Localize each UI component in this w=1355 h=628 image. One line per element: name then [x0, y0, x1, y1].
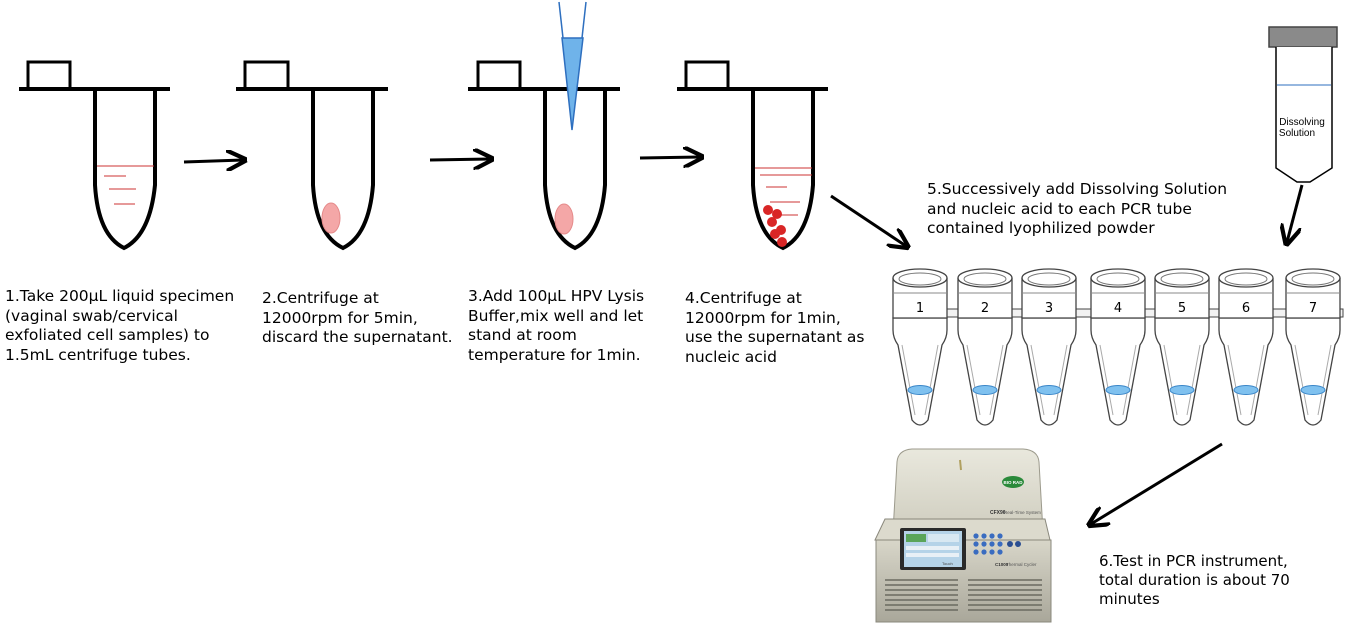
pcr-tube-strip: 1 2 3 4 5 6 7: [892, 268, 1344, 426]
svg-text:BIO RAD: BIO RAD: [1004, 480, 1024, 485]
keypad: [973, 533, 1021, 555]
bottle-label-1: Dissolving: [1279, 117, 1325, 128]
centrifuge-tube-1: [19, 60, 170, 251]
pcr-tube-2: 2: [957, 268, 1013, 426]
pcr-tube-number: 7: [1309, 301, 1317, 316]
bottle-label-2: Solution: [1279, 128, 1315, 139]
pcr-liquid: [1300, 385, 1326, 395]
pcr-tube-4: 4: [1090, 268, 1146, 426]
module-subtitle: Thermal Cycler: [1006, 562, 1037, 567]
specimen-liquid-lines: [97, 165, 154, 205]
pcr-tube-number: 6: [1242, 301, 1250, 316]
cell-pellet: [554, 203, 574, 235]
pcr-tube-1: 1: [892, 268, 948, 426]
step-1-text: 1.Take 200μL liquid specimen (vaginal sw…: [5, 287, 235, 364]
step-6-text: 6.Test in PCR instrument, total duration…: [1099, 552, 1290, 608]
pcr-liquid: [1036, 385, 1062, 395]
bio-rad-logo: BIO RAD: [1002, 476, 1024, 488]
pcr-liquid: [907, 385, 933, 395]
pcr-tube-number: 4: [1114, 301, 1122, 316]
panel-text: Touch: [942, 561, 953, 566]
pipette-tip: [558, 1, 587, 131]
pcr-tube-number: 5: [1178, 301, 1186, 316]
pcr-tube-number: 1: [916, 301, 924, 316]
model-subtitle: Real-Time System: [1004, 510, 1041, 515]
pcr-liquid: [1169, 385, 1195, 395]
step-5-text: 5.Successively add Dissolving Solution a…: [927, 180, 1228, 237]
pcr-liquid: [1233, 385, 1259, 395]
pcr-liquid: [972, 385, 998, 395]
dissolving-solution-bottle: Dissolving Solution: [1268, 26, 1338, 183]
step-4-text: 4.Centrifuge at 12000rpm for 1min, use t…: [685, 289, 865, 366]
pcr-tube-number: 2: [981, 301, 989, 316]
flow-arrows: [183, 157, 1304, 524]
step-2-text: 2.Centrifuge at 12000rpm for 5min, disca…: [262, 289, 453, 346]
pcr-tube-7: 7: [1285, 268, 1341, 426]
step-3-text: 3.Add 100μL HPV Lysis Buffer,mix well an…: [468, 287, 645, 364]
model-label: CFX96: [990, 510, 1006, 516]
centrifuge-tube-2: [236, 60, 388, 251]
pcr-tube-number: 3: [1045, 301, 1053, 316]
pcr-instrument: BIO RAD CFX96 Real-Time System C1000 The…: [874, 448, 1052, 623]
pcr-tube-5: 5: [1154, 268, 1210, 426]
centrifuge-tube-3: [468, 1, 620, 251]
pcr-tube-6: 6: [1218, 268, 1274, 426]
vent-grille: [885, 579, 1042, 611]
pcr-liquid: [1105, 385, 1131, 395]
red-cells: [763, 205, 787, 247]
module-label: C1000: [995, 562, 1009, 567]
centrifuge-tube-4: [677, 60, 828, 251]
pcr-tube-3: 3: [1021, 268, 1077, 426]
cell-pellet: [321, 202, 341, 234]
